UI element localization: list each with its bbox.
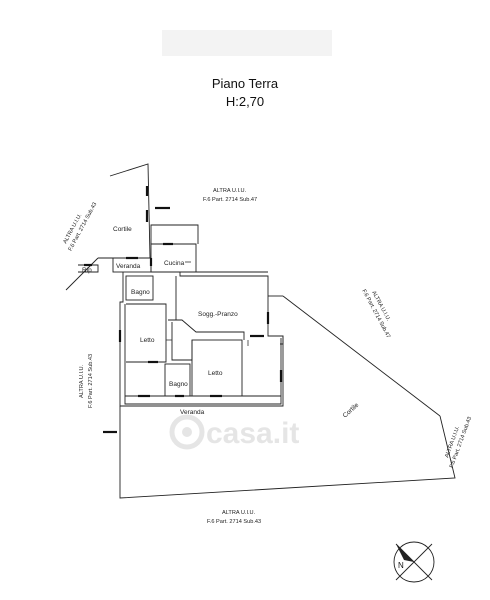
- property-line-right-diag: [282, 295, 441, 417]
- page-title: Piano Terra: [211, 76, 279, 91]
- neighbor-left-title: ALTRA U.I.U.: [79, 364, 85, 398]
- corridor-outline: [168, 319, 245, 340]
- watermark-text: casa.it: [206, 417, 299, 450]
- compass-north-label: N: [398, 561, 404, 570]
- label-cucina: Cucina: [164, 260, 185, 267]
- header-watermark-strip: [162, 30, 332, 56]
- label-letto-left: Letto: [140, 337, 155, 344]
- courtyard-top-outline: [98, 163, 151, 259]
- neighbor-bottom-ref: F.6 Part. 2714 Sub.43: [207, 519, 261, 525]
- north-compass-icon: N: [393, 541, 435, 583]
- property-line-left-diag: [65, 257, 99, 291]
- label-veranda-top: Veranda: [116, 263, 141, 270]
- building-outline: [119, 272, 284, 407]
- ceiling-height: H:2,70: [225, 94, 265, 109]
- label-cortile-top: Cortile: [113, 226, 132, 233]
- kitchen-wall-top: [150, 224, 199, 244]
- bathroom-top-outline: [125, 275, 154, 301]
- kitchen-outline: [150, 243, 197, 273]
- label-cortile-right: Cortile: [342, 401, 361, 419]
- watermark-logo: casa.it: [169, 414, 299, 450]
- corridor-inner: [171, 322, 193, 361]
- bathroom-bottom-outline: [164, 363, 191, 397]
- label-bagno-top: Bagno: [131, 289, 150, 296]
- label-veranda-bottom: Veranda: [180, 409, 205, 416]
- label-bagno-bottom: Bagno: [169, 381, 188, 388]
- label-letto-right: Letto: [208, 370, 223, 377]
- label-rip: Rip: [82, 267, 92, 274]
- building-inner-wall: [124, 304, 282, 405]
- courtyard-bottom-outline: [119, 406, 456, 499]
- neighbor-bottom-title: ALTRA U.I.U.: [222, 510, 256, 516]
- label-soggiorno: Sogg.-Pranzo: [198, 311, 238, 318]
- neighbor-top-ref: F.6 Part. 2714 Sub.47: [203, 197, 257, 203]
- neighbor-top-title: ALTRA U.I.U.: [213, 188, 247, 194]
- bedroom-right-outline: [191, 339, 243, 397]
- stair-offset: [268, 335, 284, 345]
- neighbor-left-ref: F.6 Part. 2714 Sub.43: [88, 354, 94, 408]
- bedroom-left-outline: [126, 303, 167, 363]
